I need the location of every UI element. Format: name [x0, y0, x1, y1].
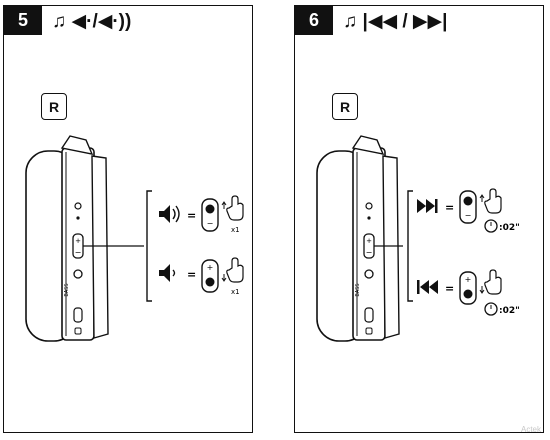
svg-text:−: − [366, 248, 373, 257]
svg-text:BASS: BASS [355, 283, 361, 296]
mic-hole [367, 216, 371, 220]
equals-sign: = [445, 201, 454, 214]
equals-sign: = [187, 268, 196, 281]
led-indicator [74, 202, 82, 210]
svg-text:−: − [207, 219, 214, 228]
instruction-panel-volume: 5 ♫ ◀·/◀·)) R + − BASS = − [3, 5, 253, 433]
headphone-diagram: + − BASS = − x1 = + [25, 135, 244, 342]
led-indicator [365, 202, 373, 210]
bass-button [364, 269, 374, 279]
jack-port [74, 327, 82, 335]
svg-text:−: − [75, 248, 82, 257]
mic-hole [76, 216, 80, 220]
svg-text::02": :02" [499, 223, 520, 233]
usb-port [73, 307, 83, 323]
right-side-badge: R [41, 93, 67, 120]
equals-sign: = [445, 282, 454, 295]
headphone-diagram: + − BASS = − :02" = + [316, 135, 520, 342]
volume-up-row: = − x1 [159, 195, 244, 234]
step-number: 6 [295, 6, 333, 35]
svg-text:BASS: BASS [64, 283, 70, 296]
watermark: Actek [521, 425, 542, 434]
svg-text:x1: x1 [231, 288, 240, 296]
svg-text:+: + [366, 237, 372, 245]
svg-text:+: + [75, 237, 81, 245]
step-title-icons: ♫ ◀·/◀·)) [52, 11, 132, 32]
instruction-panel-tracks: 6 ♫ |◀◀ / ▶▶| R + − BASS = − : [294, 5, 544, 433]
svg-text:x1: x1 [231, 226, 240, 234]
step-title-icons: ♫ |◀◀ / ▶▶| [343, 11, 448, 32]
svg-text:+: + [465, 275, 472, 284]
headband-arm [351, 135, 385, 155]
earcup-outer-shell [382, 155, 400, 339]
jack-port [365, 327, 373, 335]
next-track-row: = − :02" [417, 188, 520, 233]
usb-port [364, 307, 374, 323]
headband-arm [60, 135, 94, 155]
svg-text::02": :02" [499, 306, 520, 316]
previous-track-row: = + :02" [417, 269, 520, 316]
equals-sign: = [187, 209, 196, 222]
step-number: 5 [4, 6, 42, 35]
volume-down-row: = + x1 [159, 257, 244, 296]
bass-button [73, 269, 83, 279]
right-side-badge: R [332, 93, 358, 120]
svg-text:−: − [465, 211, 472, 220]
svg-text:+: + [207, 263, 214, 272]
earcup-outer-shell [91, 155, 109, 339]
